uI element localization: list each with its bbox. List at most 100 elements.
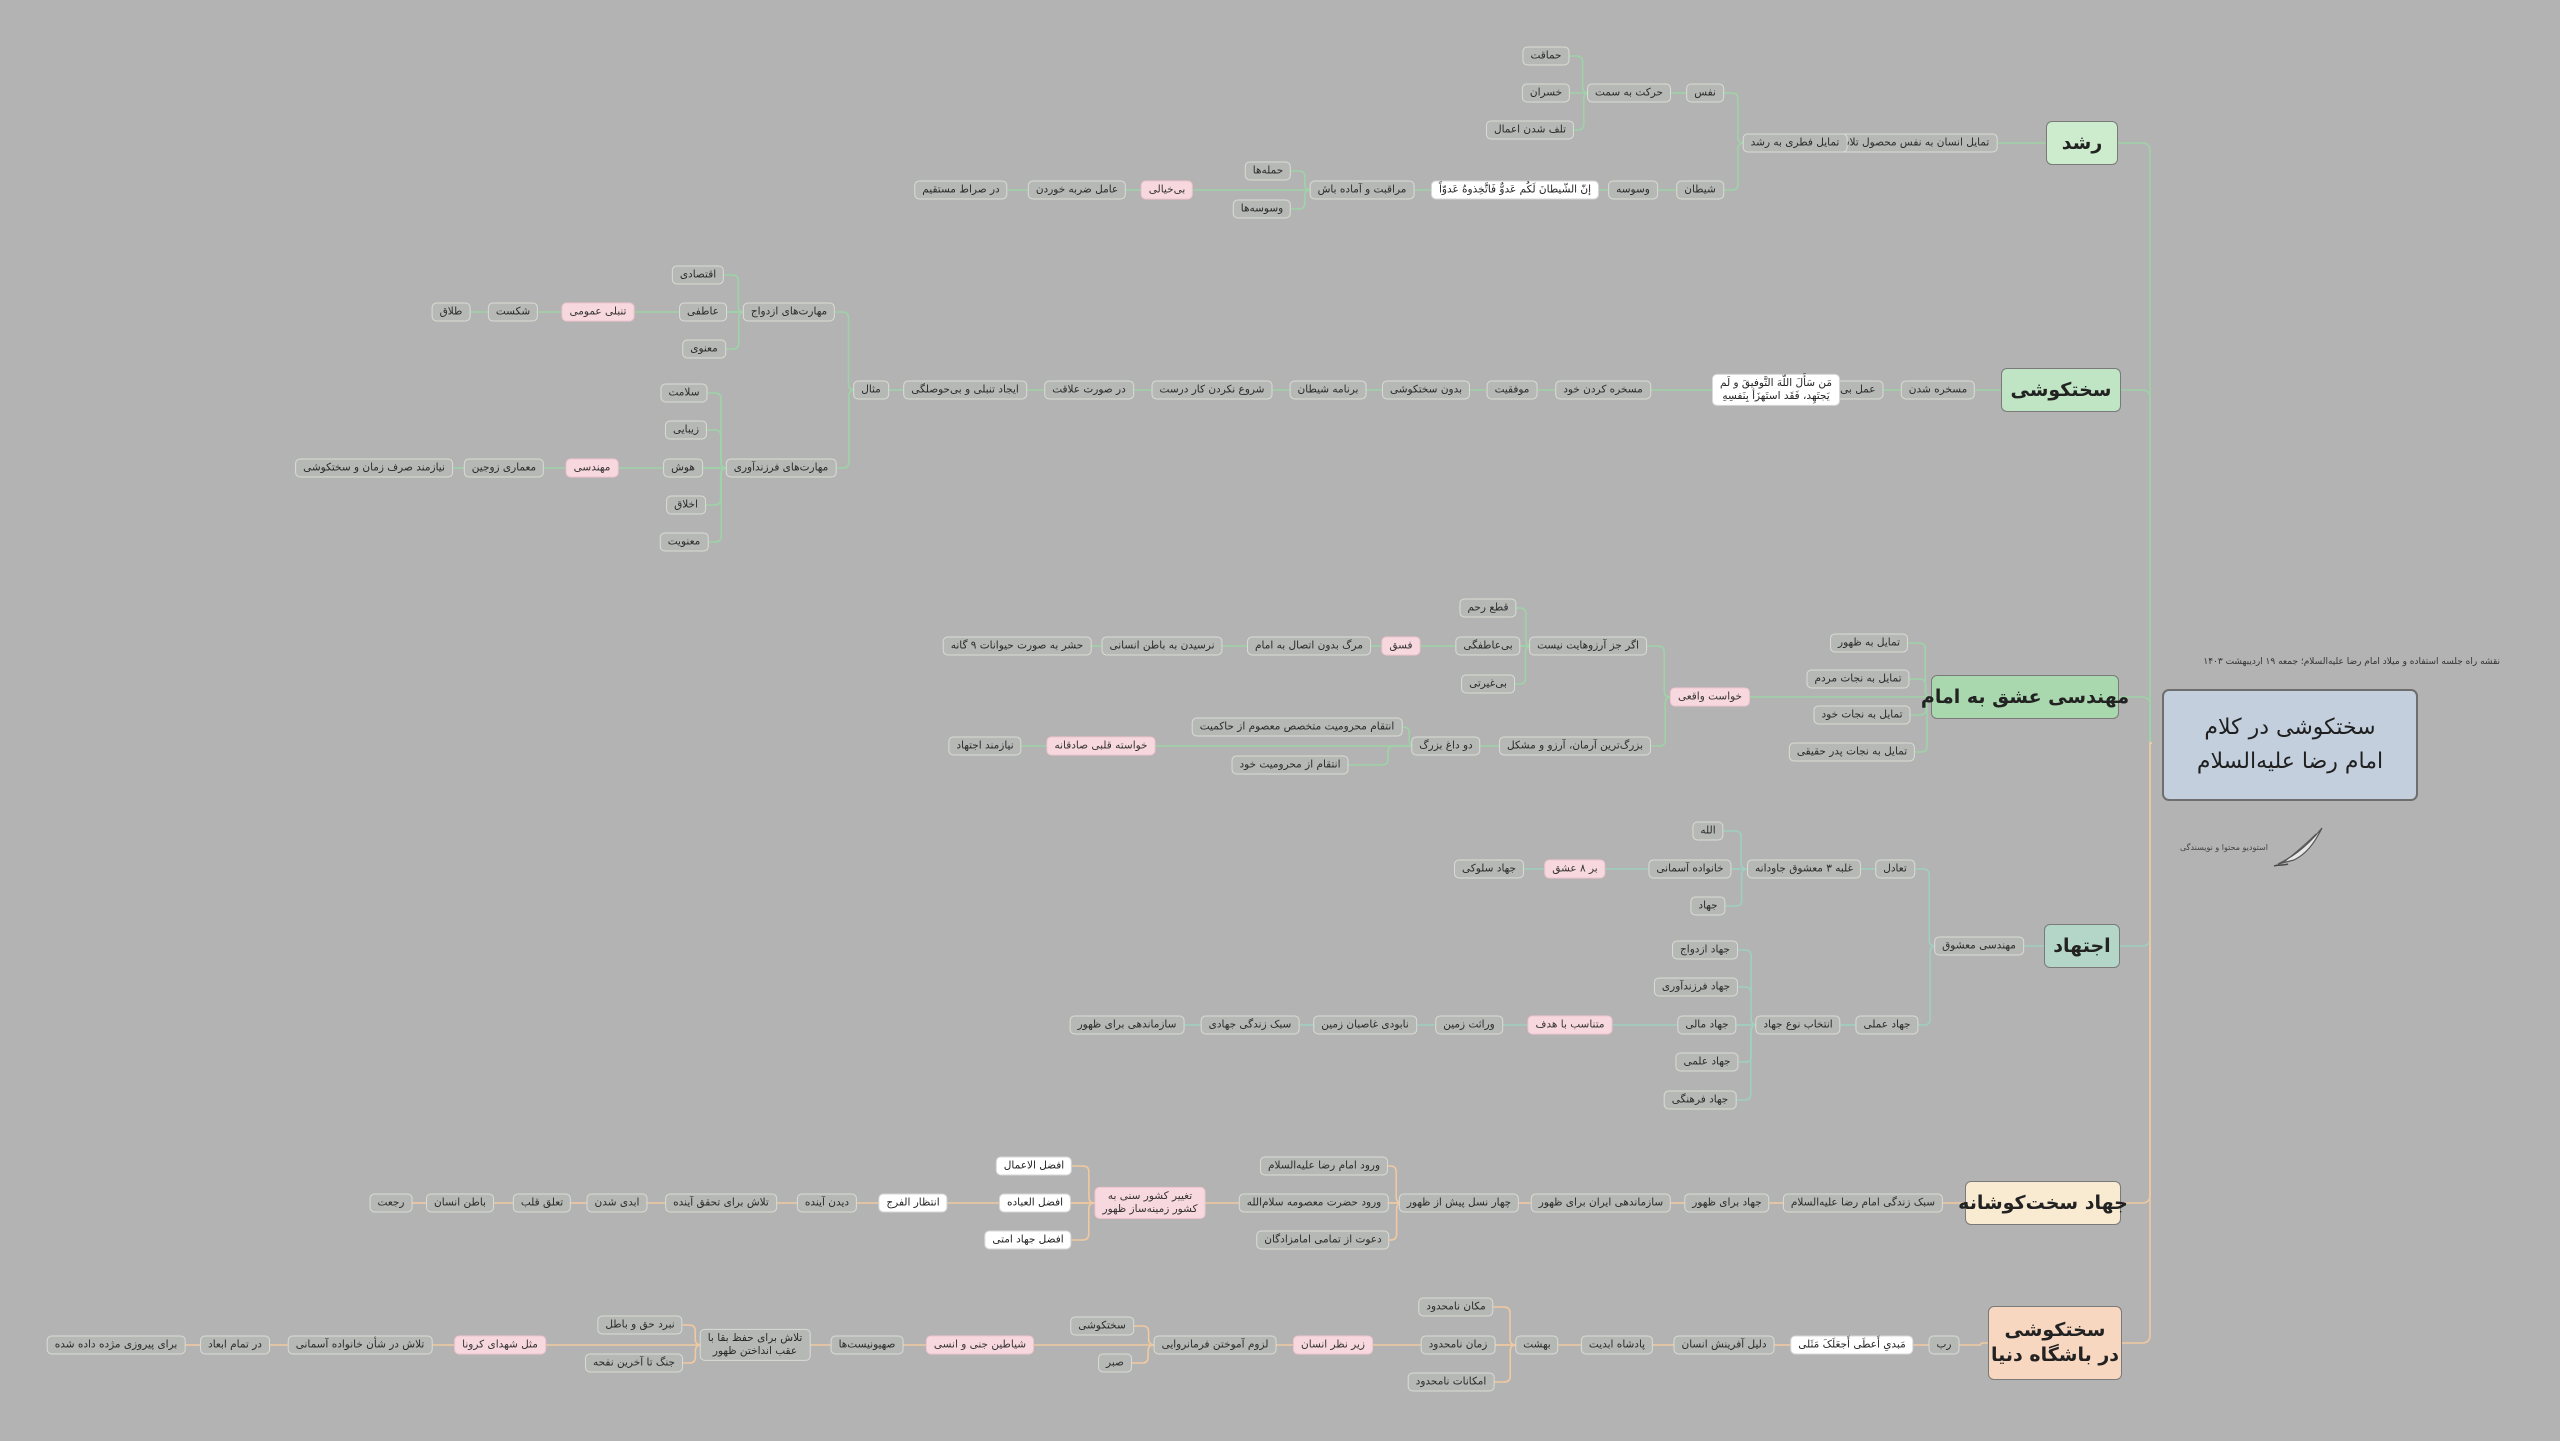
topic-j13[interactable]: دیدن آینده xyxy=(796,1193,858,1213)
topic-e5[interactable]: خانواده آسمانی xyxy=(1648,859,1732,879)
topic-n10[interactable]: إنّ الشّیطانَ لَکُم عَدوٌّ فَاتَّخِذوهُ … xyxy=(1430,180,1600,200)
topic-e10[interactable]: انتخاب نوع جهاد xyxy=(1755,1015,1841,1035)
topic-j17[interactable]: باطن انسان xyxy=(426,1193,494,1213)
topic-s17[interactable]: شکست xyxy=(487,302,539,322)
topic-e11[interactable]: جهاد ازدواج xyxy=(1672,940,1738,960)
topic-d1[interactable]: رب xyxy=(1928,1335,1960,1355)
topic-e7[interactable]: بر ۸ عشق xyxy=(1544,859,1606,879)
topic-j1[interactable]: سبک زندگی امام رضا علیه‌السلام xyxy=(1782,1193,1944,1213)
topic-e15[interactable]: جهاد فرهنگی xyxy=(1663,1090,1737,1110)
topic-d5[interactable]: بهشت xyxy=(1515,1335,1559,1355)
topic-j7[interactable]: دعوت از تمامی امامزادگان xyxy=(1256,1230,1390,1250)
topic-d18[interactable]: مثل شهدای کرونا xyxy=(454,1335,546,1355)
topic-s16[interactable]: تنبلی عمومی xyxy=(561,302,635,322)
topic-m12[interactable]: نرسیدن به باطن انسانی xyxy=(1101,636,1223,656)
topic-m17[interactable]: انتقام از محرومیت خود xyxy=(1231,755,1349,775)
topic-e9[interactable]: جهاد عملی xyxy=(1855,1015,1919,1035)
topic-e16[interactable]: متناسب با هدف xyxy=(1527,1015,1613,1035)
topic-n9[interactable]: وسوسه xyxy=(1608,180,1658,200)
topic-m7[interactable]: قطع رحم xyxy=(1459,598,1517,618)
topic-n5[interactable]: حماقت xyxy=(1522,46,1570,66)
topic-d3[interactable]: دلیل آفرینش انسان xyxy=(1673,1335,1775,1355)
topic-e12[interactable]: جهاد فرزندآوری xyxy=(1653,977,1739,997)
branch-roshd[interactable]: رشد xyxy=(2046,121,2118,165)
topic-d16[interactable]: نبرد حق و باطل xyxy=(597,1315,683,1335)
topic-d14[interactable]: صهیونیست‌ها xyxy=(830,1335,904,1355)
topic-j3[interactable]: سازماندهی ایران برای ظهور xyxy=(1530,1193,1672,1213)
topic-e20[interactable]: سازماندهی برای ظهور xyxy=(1069,1015,1185,1035)
topic-d12[interactable]: صبر xyxy=(1098,1353,1132,1373)
topic-d21[interactable]: برای پیروزی مژده داده شده xyxy=(46,1335,186,1355)
topic-d20[interactable]: در تمام ابعاد xyxy=(200,1335,270,1355)
topic-s23[interactable]: اخلاق xyxy=(666,495,706,515)
topic-s4[interactable]: مسخره کردن خود xyxy=(1555,380,1651,400)
topic-n11[interactable]: مراقبت و آماده باش xyxy=(1309,180,1415,200)
topic-m5[interactable]: تمایل به نجات پدر حقیقی xyxy=(1788,742,1916,762)
topic-n15[interactable]: عامل ضربه خوردن xyxy=(1027,180,1127,200)
topic-j15[interactable]: ابدی شدن xyxy=(586,1193,648,1213)
topic-d2[interactable]: مَبدیِ أَعطَی أَجعَلَکَ مَثَلی xyxy=(1790,1335,1914,1355)
topic-s8[interactable]: شروع نکردن کار درست xyxy=(1151,380,1273,400)
topic-j10[interactable]: افضل العباده xyxy=(998,1193,1072,1213)
topic-d8[interactable]: امکانات نامحدود xyxy=(1407,1372,1495,1392)
topic-n8[interactable]: شیطان xyxy=(1676,180,1724,200)
topic-s13[interactable]: اقتصادی xyxy=(671,265,725,285)
topic-m16[interactable]: انتقام محرومیت متخصص معصوم از حاکمیت xyxy=(1191,717,1403,737)
topic-s22[interactable]: هوش xyxy=(663,458,703,478)
topic-m3[interactable]: تمایل به نجات مردم xyxy=(1806,669,1910,689)
topic-n12[interactable]: حمله‌ها xyxy=(1244,161,1292,181)
topic-m11[interactable]: مرگ بدون اتصال به امام xyxy=(1247,636,1371,656)
topic-j9[interactable]: افضل الاعمال xyxy=(995,1156,1073,1176)
topic-m15[interactable]: دو داغ بزرگ xyxy=(1411,736,1481,756)
topic-d19[interactable]: تلاش در شأن خانواده آسمانی xyxy=(287,1335,433,1355)
topic-j6[interactable]: ورود حضرت معصومه سلام‌الله xyxy=(1238,1193,1390,1213)
topic-e4[interactable]: الله xyxy=(1692,821,1724,841)
topic-s10[interactable]: ایجاد تنبلی و بی‌حوصلگی xyxy=(903,380,1027,400)
topic-m13[interactable]: حشر به صورت حیوانات ۹ گانه xyxy=(942,636,1092,656)
topic-n16[interactable]: در صراط مستقیم xyxy=(914,180,1008,200)
topic-n3[interactable]: نفس xyxy=(1686,83,1724,103)
topic-s12[interactable]: مهارت‌های ازدواج xyxy=(742,302,836,322)
topic-m6[interactable]: اگر جز آرزوهایت نیست xyxy=(1529,636,1647,656)
topic-e14[interactable]: جهاد علمی xyxy=(1675,1052,1739,1072)
topic-n14[interactable]: بی‌خیالی xyxy=(1140,180,1194,200)
topic-e6[interactable]: جهاد xyxy=(1690,896,1726,916)
topic-s18[interactable]: طلاق xyxy=(431,302,471,322)
topic-e13[interactable]: جهاد مالی xyxy=(1677,1015,1737,1035)
topic-m8[interactable]: بی‌عاطفگی xyxy=(1455,636,1521,656)
topic-s6[interactable]: بدون سختکوشی xyxy=(1381,380,1471,400)
topic-j2[interactable]: جهاد برای ظهور xyxy=(1684,1193,1770,1213)
topic-s1[interactable]: مسخره شدن xyxy=(1900,380,1976,400)
topic-n7[interactable]: تلف شدن اعمال xyxy=(1485,120,1575,140)
branch-jahad[interactable]: جهاد سخت‌کوشانه xyxy=(1958,1181,2128,1225)
topic-j11[interactable]: افضل جهاد امتی xyxy=(984,1230,1072,1250)
topic-m9[interactable]: بی‌غیرتی xyxy=(1461,674,1515,694)
topic-s25[interactable]: مهندسی xyxy=(565,458,619,478)
branch-ejtehad[interactable]: اجتهاد xyxy=(2044,924,2120,968)
topic-e19[interactable]: سبک زندگی جهادی xyxy=(1200,1015,1300,1035)
topic-e18[interactable]: نابودی غاصبان زمین xyxy=(1313,1015,1417,1035)
topic-s26[interactable]: معماری زوجین xyxy=(463,458,545,478)
topic-j18[interactable]: رجعت xyxy=(369,1193,413,1213)
topic-d7[interactable]: زمان نامحدود xyxy=(1420,1335,1496,1355)
topic-j12[interactable]: انتظار الفرج xyxy=(878,1193,948,1213)
topic-n2[interactable]: تمایل فطری به رشد xyxy=(1742,133,1848,153)
topic-j14[interactable]: تلاش برای تحقق آینده xyxy=(665,1193,777,1213)
topic-m10[interactable]: فسق xyxy=(1381,636,1421,656)
topic-d13[interactable]: شیاطین جنی و انسی xyxy=(925,1335,1035,1355)
topic-m14[interactable]: بزرگ‌ترین آرمان، آرزو و مشکل xyxy=(1498,736,1652,756)
topic-e8[interactable]: جهاد سلوکی xyxy=(1454,859,1524,879)
topic-j16[interactable]: تعلق قلب xyxy=(512,1193,572,1213)
topic-n4[interactable]: حرکت به سمت xyxy=(1587,83,1671,103)
topic-e2[interactable]: تعادل xyxy=(1875,859,1915,879)
topic-d9[interactable]: زیر نظر انسان xyxy=(1293,1335,1373,1355)
topic-m2[interactable]: تمایل به ظهور xyxy=(1830,633,1908,653)
topic-m1[interactable]: خواست واقعی xyxy=(1669,687,1751,707)
topic-n1[interactable]: تمایل انسان به نفس محصول تلاش xyxy=(1828,133,1998,153)
topic-s9[interactable]: در صورت علاقت xyxy=(1044,380,1134,400)
topic-s20[interactable]: سلامت xyxy=(660,383,708,403)
